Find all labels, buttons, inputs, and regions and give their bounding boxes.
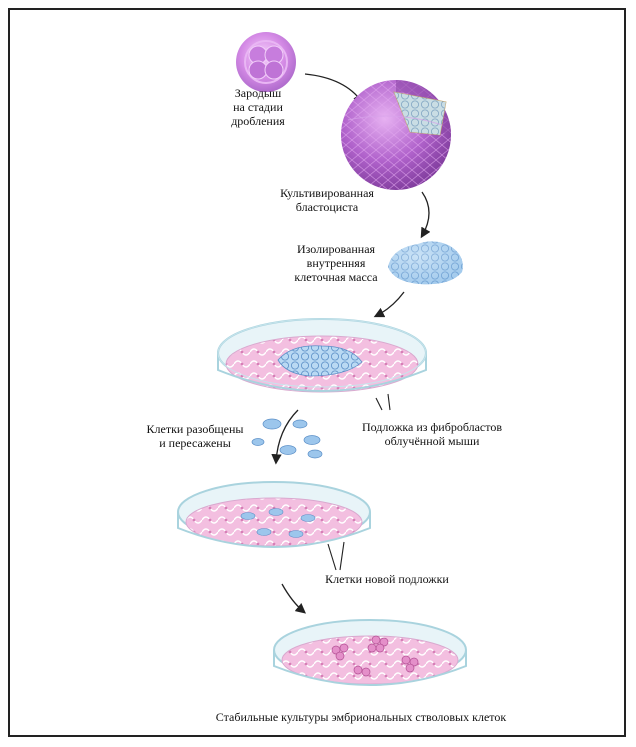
arrow-dish2-to-dish3 (281, 583, 306, 614)
arrow-dish1-to-dish2 (271, 409, 299, 465)
pointer-feeder-1 (375, 397, 383, 411)
inner-cell-mass (388, 241, 463, 285)
pointer-new-feeder-2 (339, 541, 345, 571)
label-new-feeder-cells: Клетки новой подложки (325, 572, 449, 586)
arrow-blastocyst-to-mass (420, 191, 431, 239)
petri-dish-3 (273, 619, 467, 686)
cleavage-embryo (236, 32, 296, 92)
arrow-mass-to-dish (373, 291, 405, 318)
stem-cell-diagram (177, 32, 467, 686)
petri-dish-1 (217, 318, 427, 393)
pointer-feeder-2 (387, 393, 391, 411)
arrow-embryo-to-blastocyst (304, 73, 364, 105)
blastocyst (341, 79, 451, 190)
label-stable-cultures: Стабильные культуры эмбриональных стволо… (215, 710, 507, 724)
dissociated-cells (251, 418, 323, 459)
pointer-new-feeder-1 (327, 543, 337, 571)
petri-dish-2 (177, 481, 371, 548)
